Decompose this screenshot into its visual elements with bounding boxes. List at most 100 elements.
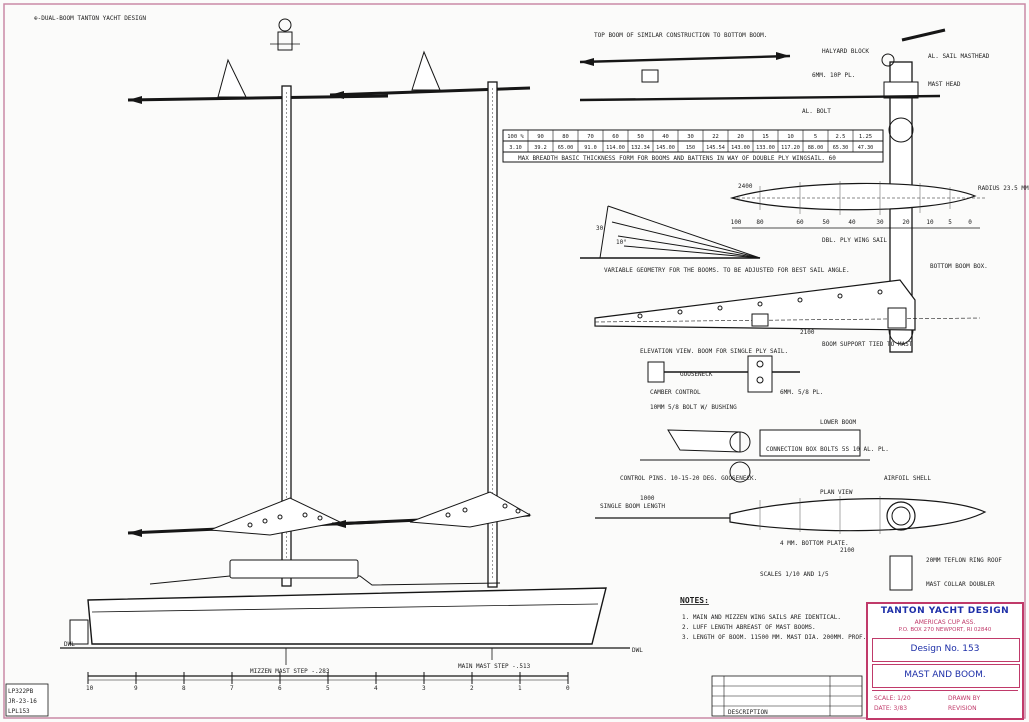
drawing-title: MAST AND BOOM. xyxy=(904,670,986,680)
bolt-bushing-label: 10MM 5/8 BOLT W/ BUSHING xyxy=(650,404,737,411)
corner-id-3: LPL153 xyxy=(8,708,30,715)
tick-4: 4 xyxy=(374,685,378,692)
company-address-2: P.O. BOX 270 NEWPORT, RI 02840 xyxy=(898,627,992,633)
variable-geometry-label: VARIABLE GEOMETRY FOR THE BOOMS. TO BE A… xyxy=(604,267,850,274)
table-note: MAX BREADTH BASIC THICKNESS FORM FOR BOO… xyxy=(518,155,836,162)
table-value-cell: 145.00 xyxy=(656,145,675,151)
airfoil-scale-tick: 10 xyxy=(926,219,934,226)
top-boom-note: TOP BOOM OF SIMILAR CONSTRUCTION TO BOTT… xyxy=(594,32,767,39)
gooseneck-detail xyxy=(647,355,800,393)
hull-profile xyxy=(60,559,630,665)
revision-block xyxy=(711,675,863,717)
table-station-cell: 90 xyxy=(537,134,544,140)
table-station-cell: 22 xyxy=(712,134,719,140)
offset-table xyxy=(502,129,884,163)
note-2: 2. LUFF LENGTH ABREAST OF MAST BOOMS. xyxy=(682,624,816,631)
plan-view-label: PLAN VIEW xyxy=(820,489,853,496)
single-boom-label: SINGLE BOOM LENGTH xyxy=(600,503,665,510)
corner-id-2: JR-23-16 xyxy=(8,698,37,705)
tick-9: 9 xyxy=(134,685,138,692)
table-station-cell: 20 xyxy=(737,134,744,140)
table-station-cell: 80 xyxy=(562,134,569,140)
corner-id-1: LP322PB xyxy=(8,688,34,695)
sheet-border xyxy=(3,3,1026,719)
variable-geometry xyxy=(580,205,761,259)
table-station-cell: 30 xyxy=(687,134,694,140)
airfoil-scale-tick: 5 xyxy=(948,219,952,226)
tick-6: 6 xyxy=(278,685,282,692)
table-value-cell: 65.30 xyxy=(833,145,849,151)
mizzen-rig xyxy=(127,18,389,587)
main-step-label: MAIN MAST STEP -.513 xyxy=(458,663,531,670)
airfoil-section xyxy=(729,181,985,229)
table-station-cell: 15 xyxy=(762,134,769,140)
company-name: TANTON YACHT DESIGN xyxy=(880,606,1010,616)
table-value-cell: 91.0 xyxy=(584,145,597,151)
note-3: 3. LENGTH OF BOOM. 11500 MM. MAST DIA. 2… xyxy=(682,634,866,641)
table-value-cell: 143.00 xyxy=(731,145,750,151)
ply-5-8-label: 6MM. 5/8 PL. xyxy=(780,389,823,396)
ply-10-label: 6MM. 10P PL. xyxy=(812,72,855,79)
airfoil-scale-tick: 50 xyxy=(822,219,830,226)
connection-label: CONNECTION BOX BOLTS 5S 10 AL. PL. xyxy=(766,446,889,453)
tick-8: 8 xyxy=(182,685,186,692)
tick-2: 2 xyxy=(470,685,474,692)
airfoil-scale-tick: 40 xyxy=(848,219,856,226)
bottom-plate-label: 4 MM. BOTTOM PLATE. xyxy=(780,540,849,547)
table-station-cell: 100 % xyxy=(507,134,524,140)
table-value-cell: 3.10 xyxy=(509,145,522,151)
camber-label: CAMBER CONTROL xyxy=(650,389,701,396)
tick-10: 10 xyxy=(86,685,94,692)
dim-2100b: 2100 xyxy=(840,547,855,554)
dim-d240: 2400 xyxy=(738,183,753,190)
table-station-cell: 1.25 xyxy=(859,134,872,140)
boom-support-label: BOOM SUPPORT TIED TO MAST xyxy=(822,341,913,348)
gooseneck-label: GOOSENECK xyxy=(680,371,713,378)
notes-heading: NOTES: xyxy=(680,596,709,605)
design-number: Design No. 153 xyxy=(910,644,980,654)
note-1: 1. MAIN AND MIZZEN WING SAILS ARE IDENTI… xyxy=(682,614,841,621)
mizzen-step-label: MIZZEN MAST STEP -.283 xyxy=(250,668,330,675)
elevation-label: ELEVATION VIEW. BOOM FOR SINGLE PLY SAIL… xyxy=(640,348,788,355)
table-value-cell: 88.00 xyxy=(808,145,824,151)
title-footer xyxy=(872,690,1018,715)
masthead-label: AL. SAIL MASTHEAD xyxy=(928,53,990,60)
drawn-label: DRAWN BY xyxy=(948,695,981,702)
dwl-right-label: DWL xyxy=(632,647,643,654)
airfoil-scale-tick: 0 xyxy=(968,219,972,226)
mizzen-top-boom xyxy=(127,94,389,102)
tick-3: 3 xyxy=(422,685,426,692)
dim-1000: 1000 xyxy=(640,495,655,502)
table-value-cell: 133.00 xyxy=(756,145,775,151)
bottom-boom-label: BOTTOM BOOM BOX. xyxy=(930,263,988,270)
design-no-box xyxy=(872,638,1020,662)
deckhouse xyxy=(229,559,359,579)
airfoil-scale-tick: 80 xyxy=(756,219,764,226)
tick-0: 0 xyxy=(566,685,570,692)
transom xyxy=(69,619,89,645)
revision-label: REVISION xyxy=(948,705,977,712)
main-mast xyxy=(487,81,498,588)
airfoil-shell-label: AIRFOIL SHELL xyxy=(884,475,931,482)
connection-detail xyxy=(640,429,870,483)
table-station-cell: 5 xyxy=(814,134,817,140)
dwl-left-label: DWL xyxy=(64,641,75,648)
dim-10deg: 10° xyxy=(616,239,627,246)
lower-boom-label: LOWER BOOM xyxy=(820,419,857,426)
airfoil-scale-tick: 30 xyxy=(876,219,884,226)
main-rig xyxy=(329,50,532,588)
company-address-1: AMERICAS CUP ASS. xyxy=(914,619,976,626)
halyard-block-label: HALYARD BLOCK xyxy=(822,48,869,55)
table-value-cell: 145.54 xyxy=(706,145,725,151)
boom-plan-view xyxy=(595,496,987,591)
airfoil-scale-tick: 60 xyxy=(796,219,804,226)
radius-label: RADIUS 23.5 MM xyxy=(978,185,1029,192)
table-station-cell: 10 xyxy=(787,134,794,140)
baseline-scale xyxy=(87,672,569,684)
table-station-cell: 50 xyxy=(637,134,644,140)
revision-description: DESCRIPTION xyxy=(728,709,768,716)
table-station-cell: 70 xyxy=(587,134,594,140)
table-value-cell: 47.30 xyxy=(858,145,874,151)
